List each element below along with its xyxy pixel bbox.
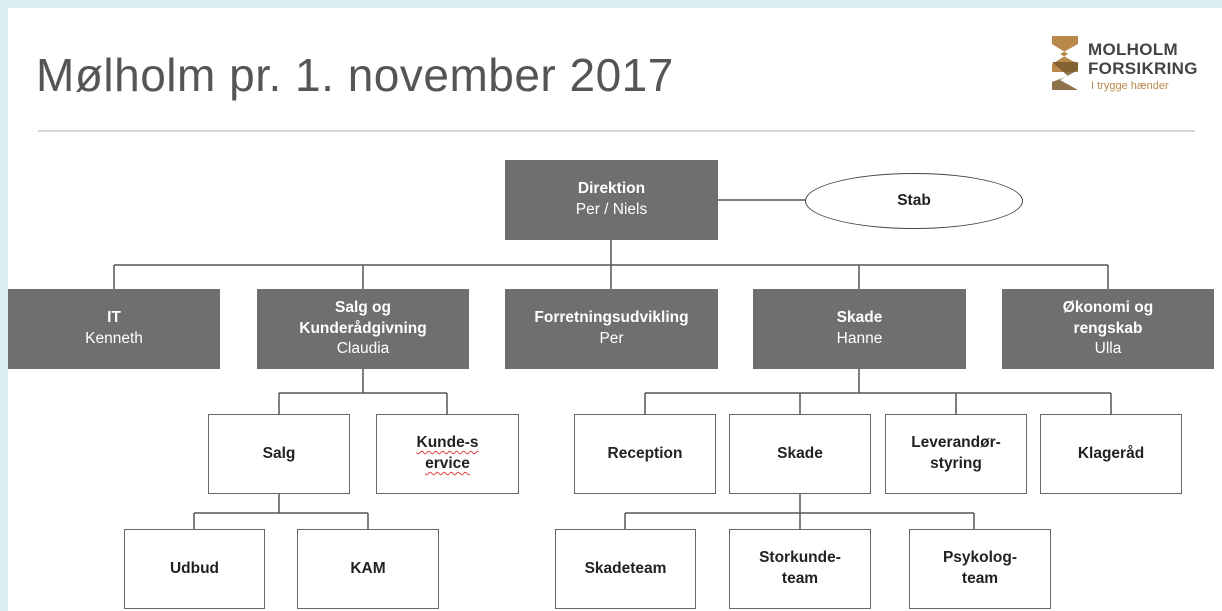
org-box-title: Storkunde-team: [759, 549, 841, 587]
org-box-psykologteam: Psykolog-team: [909, 529, 1051, 609]
logo-name-line1: MOLHOLM: [1088, 40, 1178, 59]
org-box-forretningsudvikling: Forretningsudvikling Per: [505, 289, 718, 369]
org-box-title: Skadeteam: [584, 559, 667, 577]
org-box-kundeservice: Kunde-service: [376, 414, 519, 494]
org-box-salg-og-kunderaadgivning: Salg og Kunderådgivning Claudia: [257, 289, 469, 369]
org-box-kam: KAM: [297, 529, 439, 609]
org-box-it: IT Kenneth: [8, 289, 220, 369]
title-divider: [38, 130, 1195, 132]
org-box-title: Skade: [836, 309, 883, 327]
org-box-title: Forretningsudvikling: [534, 309, 689, 327]
org-box-person: Per / Niels: [575, 201, 648, 218]
company-logo: MOLHOLM FORSIKRING I trygge hænder: [1048, 28, 1220, 100]
org-ellipse-stab: Stab: [805, 173, 1023, 229]
org-box-person: Kenneth: [85, 330, 143, 347]
org-box-title: Klageråd: [1077, 444, 1145, 462]
org-box-udbud: Udbud: [124, 529, 265, 609]
org-box-title: Leverandør-styring: [911, 434, 1001, 472]
org-box-reception: Reception: [574, 414, 716, 494]
org-box-title: Skade: [777, 444, 823, 462]
org-box-skade-unit: Skade: [729, 414, 871, 494]
org-box-person: Hanne: [836, 330, 883, 347]
org-box-title: IT: [107, 309, 121, 327]
org-box-title: Reception: [607, 444, 683, 462]
logo-name-line2: FORSIKRING: [1088, 59, 1198, 78]
slide: Mølholm pr. 1. november 2017 MOLHOLM FOR…: [8, 8, 1222, 611]
org-box-leverandoerstyring: Leverandør-styring: [885, 414, 1027, 494]
org-box-title: Udbud: [169, 559, 220, 577]
org-box-title: Psykolog-team: [942, 549, 1018, 587]
org-box-oekonomi-og-rengskab: Økonomi og rengskab Ulla: [1002, 289, 1214, 369]
logo-mark-icon: [1052, 36, 1078, 90]
org-box-title: Økonomi og rengskab: [1062, 298, 1154, 337]
org-box-storkundeteam: Storkunde-team: [729, 529, 871, 609]
org-box-direktion: Direktion Per / Niels: [505, 160, 718, 240]
page-title: Mølholm pr. 1. november 2017: [36, 49, 674, 101]
org-box-title: Direktion: [577, 180, 646, 198]
logo-tagline: I trygge hænder: [1091, 80, 1169, 92]
org-box-title: Salg og Kunderådgivning: [299, 298, 427, 337]
org-box-title: Salg: [262, 444, 296, 462]
org-box-person: Per: [599, 330, 624, 347]
org-box-title: KAM: [350, 559, 386, 577]
org-box-skade: Skade Hanne: [753, 289, 966, 369]
org-box-title: Kunde-service: [416, 434, 479, 472]
org-box-klageraad: Klageråd: [1040, 414, 1182, 494]
org-box-skadeteam: Skadeteam: [555, 529, 696, 609]
org-box-person: Claudia: [336, 340, 390, 358]
org-box-title: Stab: [897, 192, 931, 209]
org-box-person: Ulla: [1094, 340, 1122, 358]
org-box-salg: Salg: [208, 414, 350, 494]
org-chart-connectors: [113, 199, 1112, 529]
